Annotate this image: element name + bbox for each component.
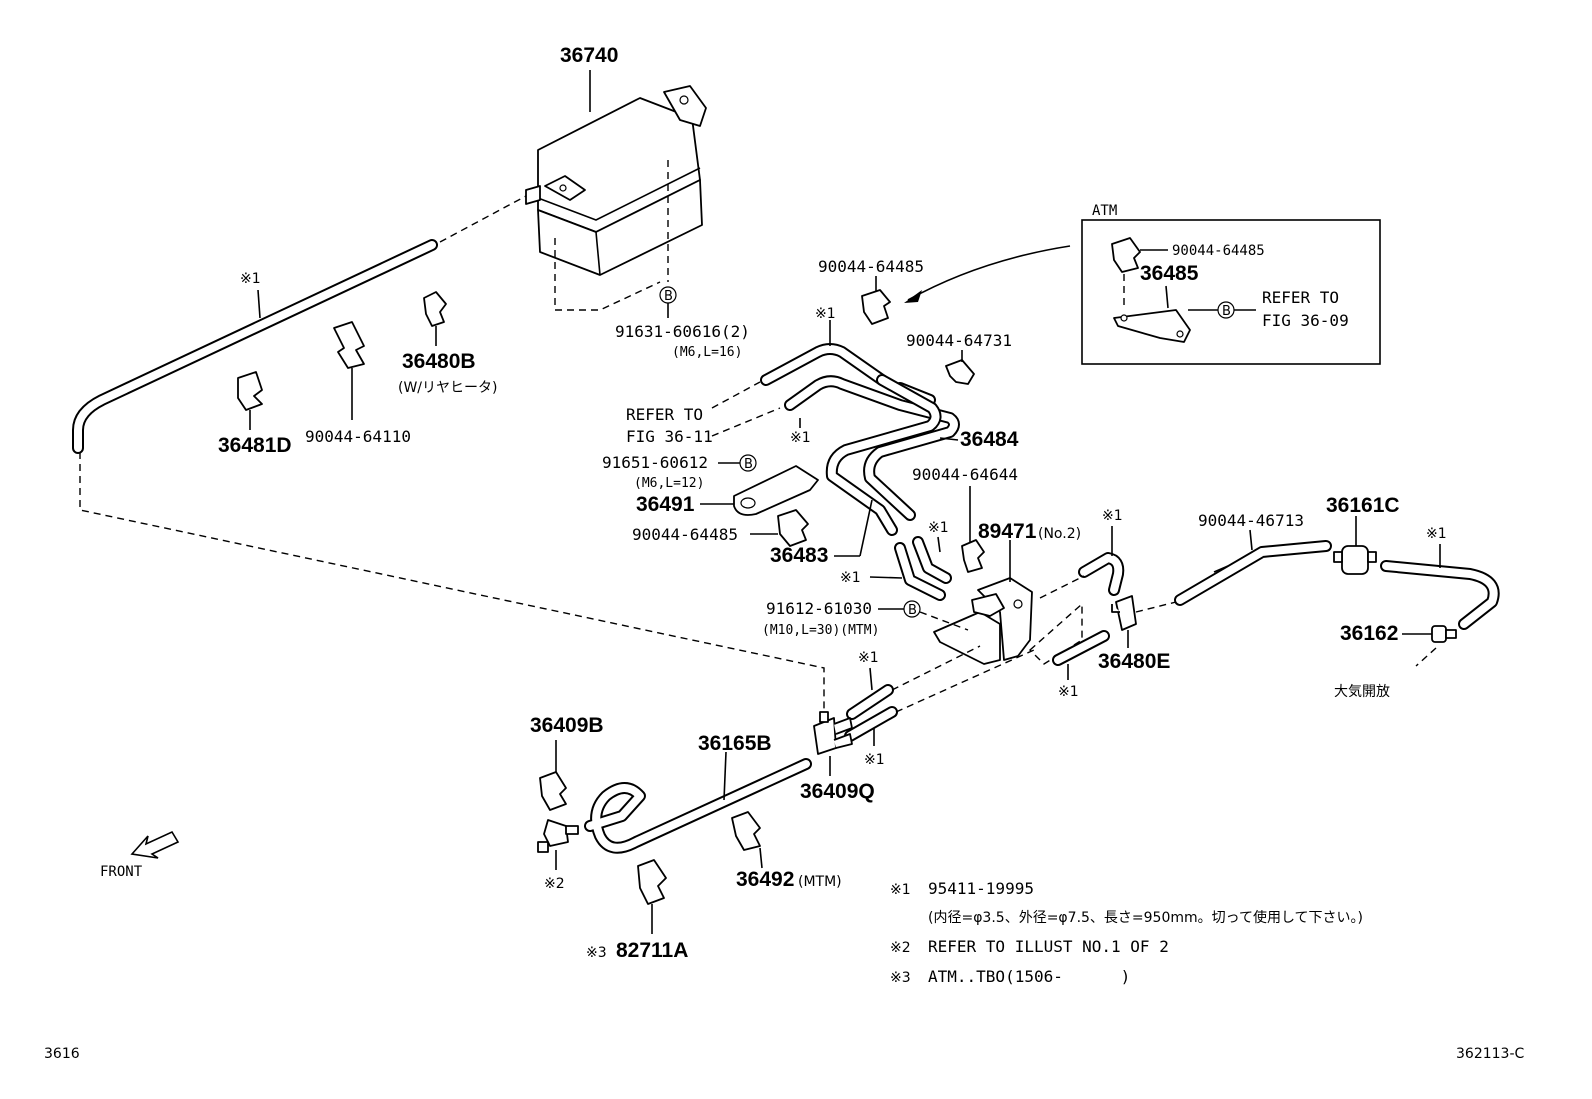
label-36161C: 36161C xyxy=(1326,494,1400,517)
clip-90044-64110[interactable] xyxy=(333,321,365,369)
label-91651: 91651-60612 xyxy=(602,453,708,472)
clip-36492[interactable] xyxy=(731,811,761,851)
tee-36480E[interactable] xyxy=(1111,595,1137,631)
note3-text: ATM..TBO(1506- ) xyxy=(928,967,1130,986)
clip-90044-64485-top[interactable] xyxy=(861,289,891,325)
fitting-36162[interactable] xyxy=(1431,625,1457,643)
label-89471-note: (No.2) xyxy=(1038,526,1081,542)
label-36740: 36740 xyxy=(560,44,618,67)
label-36484: 36484 xyxy=(960,428,1019,451)
label-82711A: 82711A xyxy=(616,939,688,962)
tee-ref2[interactable] xyxy=(537,819,579,853)
valve-89471[interactable] xyxy=(933,577,1033,665)
atm-fig: FIG 36-09 xyxy=(1262,311,1349,330)
hose-short-b[interactable] xyxy=(1052,630,1110,666)
atm-box: ATM 90044-64485 36485 B REFER TO FIG 36-… xyxy=(1081,203,1381,365)
front-arrow-icon xyxy=(130,830,180,859)
label-90044-64731: 90044-64731 xyxy=(906,331,1012,350)
svg-text:FIG 36-11: FIG 36-11 xyxy=(626,427,713,446)
atm-label-90044-64485: 90044-64485 xyxy=(1172,243,1265,259)
bracket-36485[interactable] xyxy=(1113,309,1191,343)
hose-36483[interactable] xyxy=(825,374,942,536)
label-36409B: 36409B xyxy=(530,714,604,737)
bracket-36491[interactable] xyxy=(733,465,819,516)
label-36165B: 36165B xyxy=(698,732,772,755)
note2-text: REFER TO ILLUST NO.1 OF 2 xyxy=(928,937,1169,956)
atm-box-title: ATM xyxy=(1092,203,1117,219)
svg-text:※1: ※1 xyxy=(790,430,811,446)
label-91631-spec: (M6,L=16) xyxy=(672,345,742,360)
atm-refer-to: REFER TO xyxy=(1262,288,1339,307)
hose-left[interactable] xyxy=(72,239,438,454)
note3-mark: ※3 xyxy=(890,970,911,986)
canister-36740[interactable] xyxy=(525,85,707,276)
filter-36161C[interactable] xyxy=(1333,545,1377,575)
svg-text:※1: ※1 xyxy=(928,520,949,536)
hose-36165B[interactable] xyxy=(584,758,812,854)
footer-right: 362113-C xyxy=(1456,1046,1524,1062)
note2-mark: ※2 xyxy=(890,940,911,956)
svg-text:※1: ※1 xyxy=(1102,508,1123,524)
label-91651-spec: (M6,L=12) xyxy=(634,476,704,491)
hose-short-a[interactable] xyxy=(894,536,952,601)
label-89471: 89471 xyxy=(978,520,1037,543)
clip-atm-90044-64485[interactable] xyxy=(1111,237,1141,273)
svg-text:※1: ※1 xyxy=(858,650,879,666)
label-ref3-82711A: ※3 xyxy=(586,945,607,961)
label-90044-64644: 90044-64644 xyxy=(912,465,1018,484)
svg-text:※1: ※1 xyxy=(840,570,861,586)
label-36491: 36491 xyxy=(636,493,695,516)
label-91612-spec: (M10,L=30)(MTM) xyxy=(762,623,879,638)
hose-valve-right[interactable] xyxy=(1078,552,1125,596)
label-36481D: 36481D xyxy=(218,434,292,457)
tee-36409Q[interactable] xyxy=(813,711,853,755)
svg-text:※1: ※1 xyxy=(864,752,885,768)
label-36480B: 36480B xyxy=(402,350,476,373)
label-36492-note: (MTM) xyxy=(798,874,842,890)
label-front: FRONT xyxy=(100,864,143,880)
notes: ※1 95411-19995 (内径=φ3.5、外径=φ7.5、長さ=950mm… xyxy=(890,879,1363,986)
clip-36409B[interactable] xyxy=(539,771,567,811)
label-ref2-tee: ※2 xyxy=(544,876,565,892)
label-91612: 91612-61030 xyxy=(766,599,872,618)
svg-text:※1: ※1 xyxy=(1426,526,1447,542)
svg-text:※1: ※1 xyxy=(815,306,836,322)
clip-82711A[interactable] xyxy=(637,859,667,905)
hose-far-right[interactable] xyxy=(1380,560,1500,630)
label-atm-vent: 大気開放 xyxy=(1334,684,1390,700)
label-90044-64485-mid: 90044-64485 xyxy=(632,525,738,544)
label-36409Q: 36409Q xyxy=(800,780,875,803)
note1-text: (内径=φ3.5、外径=φ7.5、長さ=950mm。切って使用して下さい。) xyxy=(928,909,1363,926)
svg-text:※1: ※1 xyxy=(1058,684,1079,700)
clip-36481D[interactable] xyxy=(237,371,263,411)
clip-36480B[interactable] xyxy=(423,291,447,327)
svg-text:B: B xyxy=(744,457,753,472)
svg-text:B: B xyxy=(908,603,917,618)
clip-90044-64731[interactable] xyxy=(945,359,975,385)
atm-label-36485: 36485 xyxy=(1140,262,1199,285)
svg-text:B: B xyxy=(1222,304,1231,319)
label-91631: 91631-60616(2) xyxy=(615,322,750,341)
note1-mark: ※1 xyxy=(890,882,911,898)
footer-left: 3616 xyxy=(44,1046,80,1062)
label-36480B-note: (W/リヤヒータ) xyxy=(398,380,497,396)
label-refer-to-fig-36-11: REFER TO xyxy=(626,405,703,424)
clip-90044-64644[interactable] xyxy=(961,539,985,573)
svg-text:※1: ※1 xyxy=(240,271,261,287)
label-36483: 36483 xyxy=(770,544,828,567)
hose-right[interactable] xyxy=(1174,540,1332,606)
label-36492: 36492 xyxy=(736,868,794,891)
note1-part: 95411-19995 xyxy=(928,879,1034,898)
label-36480E: 36480E xyxy=(1098,650,1170,673)
hose-short-c[interactable] xyxy=(844,684,898,742)
label-36162: 36162 xyxy=(1340,622,1398,645)
clip-90044-64485-mid[interactable] xyxy=(777,509,809,547)
svg-text:B: B xyxy=(664,289,673,304)
label-90044-46713: 90044-46713 xyxy=(1198,511,1304,530)
label-90044-64485-top: 90044-64485 xyxy=(818,257,924,276)
label-90044-64110: 90044-64110 xyxy=(305,427,411,446)
